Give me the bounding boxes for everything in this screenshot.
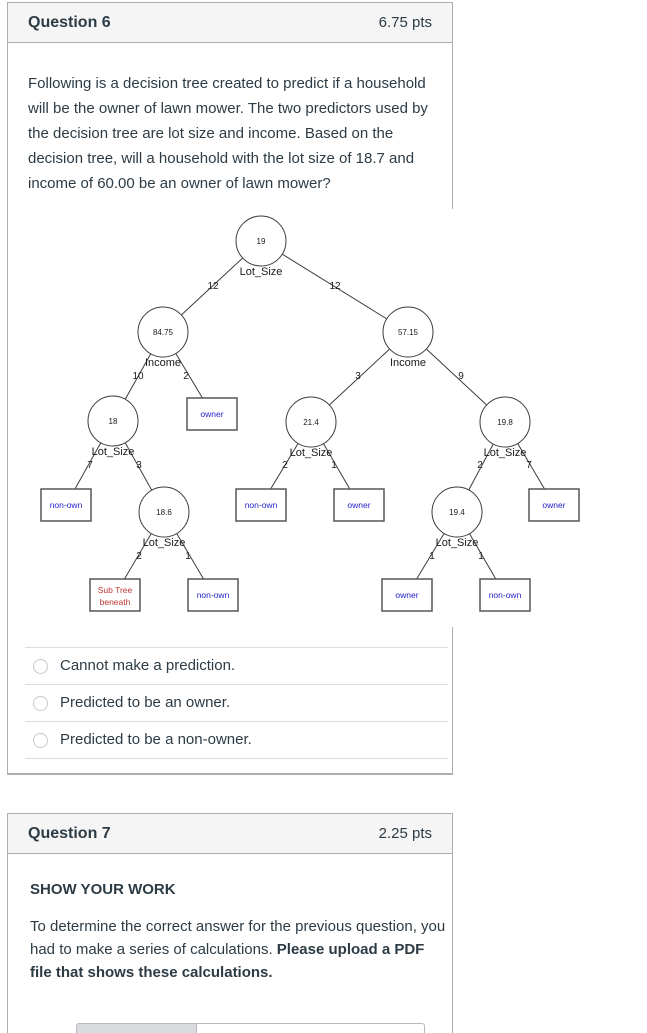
tree-edge-label: 2 (183, 371, 189, 382)
answer-option[interactable]: Cannot make a prediction. (25, 647, 448, 684)
question-6-text: Following is a decision tree created to … (28, 75, 428, 192)
question-7-text-bold: Please upload a PDF file that shows thes… (30, 941, 425, 981)
tree-edge-label: 2 (477, 460, 483, 471)
tree-split-label: Income (145, 357, 181, 369)
tree-node-circle (87, 395, 139, 447)
tree-edge-label: 7 (87, 460, 93, 471)
tree-edge-label: 12 (329, 281, 341, 292)
tree-leaf-box (187, 578, 239, 612)
radio-button[interactable] (33, 658, 48, 674)
tree-node-value: 18 (109, 417, 118, 426)
tree-leaf-box (528, 488, 580, 522)
tree-node-circle (235, 215, 287, 267)
upload-file-tab[interactable] (77, 1024, 197, 1033)
tree-leaf-label: owner (200, 409, 223, 419)
tree-leaf-box (479, 578, 531, 612)
tree-leaf-label: beneath (100, 597, 131, 607)
tree-leaf-box (186, 397, 238, 431)
tree-split-label: Lot_Size (143, 537, 186, 549)
answer-option-label: Predicted to be a non-owner. (60, 731, 252, 748)
radio-button[interactable] (33, 732, 48, 748)
tree-edge (260, 240, 409, 333)
question-7-card: Question 7 2.25 pts SHOW YOUR WORK To de… (7, 813, 453, 1033)
tree-leaf-label: owner (542, 500, 565, 510)
tree-leaf-label: owner (347, 500, 370, 510)
tree-split-label: Income (390, 357, 426, 369)
question-6-points: 6.75 pts (378, 14, 432, 31)
tree-node-value: 18.6 (156, 508, 172, 517)
tree-split-label: Lot_Size (92, 446, 135, 458)
decision-tree-svg: 19Lot_Size84.75Income57.15Income18Lot_Si… (8, 209, 598, 627)
tree-node-circle (137, 306, 189, 358)
tree-split-label: Lot_Size (436, 537, 479, 549)
tree-edge-label: 1 (429, 551, 435, 562)
answer-option[interactable]: Predicted to be an owner. (25, 684, 448, 721)
question-7-title: Question 7 (28, 825, 111, 842)
question-7-text: To determine the correct answer for the … (30, 915, 450, 984)
tree-leaf-box (235, 488, 287, 522)
tree-node-value: 19.8 (497, 418, 513, 427)
tree-node-value: 84.75 (153, 328, 174, 337)
tree-node-circle (138, 486, 190, 538)
question-6-body: Following is a decision tree created to … (8, 43, 598, 773)
question-7-text-normal: To determine the correct answer for the … (30, 918, 446, 958)
question-6-title: Question 6 (28, 14, 111, 31)
tree-edge-label: 1 (478, 551, 484, 562)
tree-edge-label: 1 (185, 551, 191, 562)
tree-node-value: 21.4 (303, 418, 319, 427)
tree-leaf-label: owner (395, 590, 418, 600)
tree-leaf-box (89, 578, 141, 612)
file-upload-panel (76, 1023, 425, 1033)
tree-edge-label: 3 (355, 371, 361, 382)
answer-option[interactable]: Predicted to be a non-owner. (25, 721, 448, 759)
tree-node-circle (382, 306, 434, 358)
tree-split-label: Lot_Size (290, 447, 333, 459)
tree-edge-label: 12 (207, 281, 219, 292)
question-7-header: Question 7 2.25 pts (8, 814, 452, 854)
answer-option-label: Predicted to be an owner. (60, 694, 231, 711)
tree-edge-label: 2 (136, 551, 142, 562)
question-6-header: Question 6 6.75 pts (8, 3, 452, 43)
tree-edge-label: 7 (526, 460, 532, 471)
tree-node-circle (479, 396, 531, 448)
tree-node-circle (431, 486, 483, 538)
tree-leaf-box (381, 578, 433, 612)
tree-node-circle (285, 396, 337, 448)
tree-node-value: 57.15 (398, 328, 419, 337)
tree-edge-label: 2 (282, 460, 288, 471)
tree-leaf-label: non-own (245, 500, 278, 510)
tree-leaf-label: non-own (489, 590, 522, 600)
tree-edge-label: 9 (458, 371, 464, 382)
question-7-points: 2.25 pts (378, 825, 432, 842)
radio-button[interactable] (33, 695, 48, 711)
question-6-options: Cannot make a prediction. Predicted to be… (25, 647, 448, 759)
show-your-work-heading: SHOW YOUR WORK (30, 881, 176, 898)
tree-leaf-label: non-own (50, 500, 83, 510)
tree-leaf-box (40, 488, 92, 522)
tree-node-value: 19.4 (449, 508, 465, 517)
tree-split-label: Lot_Size (484, 447, 527, 459)
tree-edge-label: 10 (132, 371, 144, 382)
tree-leaf-label: Sub Tree (98, 585, 133, 595)
tree-leaf-label: non-own (197, 590, 230, 600)
answer-option-label: Cannot make a prediction. (60, 657, 236, 674)
tree-split-label: Lot_Size (240, 266, 283, 278)
tree-node-value: 19 (257, 237, 266, 246)
tree-edge-label: 1 (331, 460, 337, 471)
tree-leaf-box (333, 488, 385, 522)
question-6-card: Question 6 6.75 pts Following is a decis… (7, 2, 598, 775)
question-7-body: SHOW YOUR WORK To determine the correct … (8, 854, 452, 1033)
tree-edge-label: 3 (136, 460, 142, 471)
